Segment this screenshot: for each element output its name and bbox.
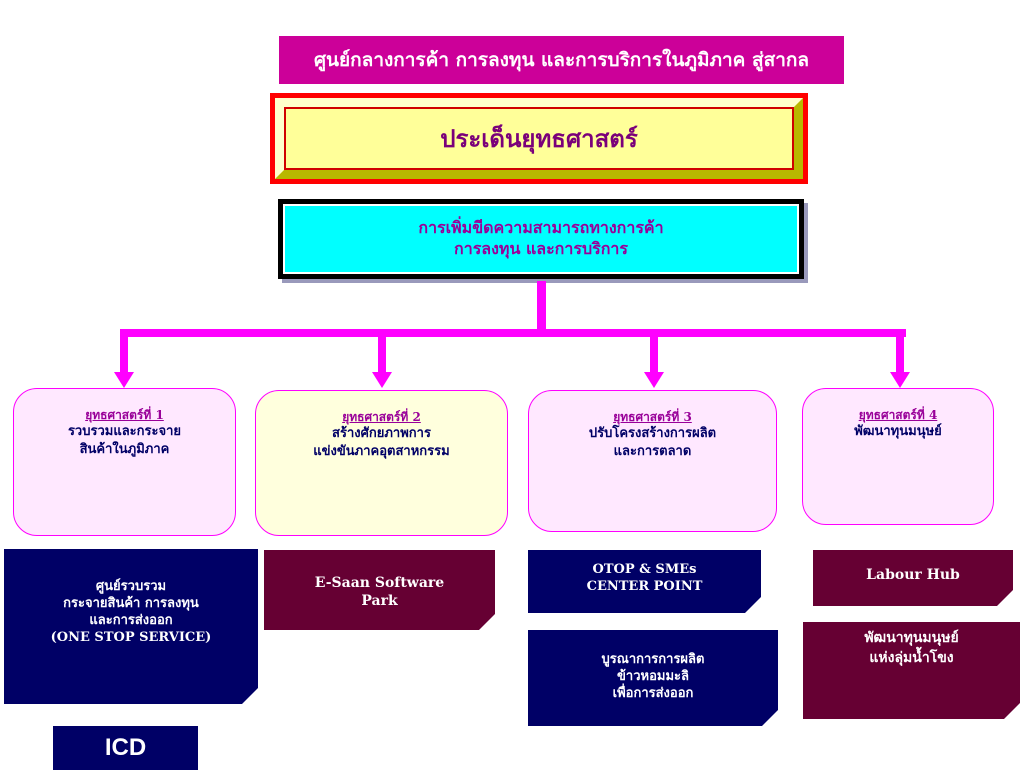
otop-smes-box: OTOP & SMEs CENTER POINT (528, 550, 761, 613)
connector-arrow-4 (890, 372, 910, 388)
connector-arrow-2 (372, 372, 392, 388)
strategy-2-number: ยุทธศาสตร์ที่ 2 (342, 410, 421, 424)
strategic-issue-box: ประเด็นยุทธศาสตร์ (270, 93, 808, 184)
strategic-issue-title: ประเด็นยุทธศาสตร์ (284, 107, 794, 170)
strategy-3-line-2: และการตลาด (613, 443, 692, 459)
strategy-1-line-2: สินค้าในภูมิภาค (79, 441, 170, 457)
strategy-3-number: ยุทธศาสตร์ที่ 3 (613, 410, 692, 424)
rice-line-3: เพื่อการส่งออก (612, 685, 694, 701)
objective-line-2: การลงทุน และการบริการ (454, 239, 628, 258)
strategy-4-line-1: พัฒนาทุนมนุษย์ (854, 424, 942, 440)
one-stop-line-2: กระจายสินค้า การลงทุน (63, 595, 199, 611)
strategy-2-line-2: แข่งขันภาคอุตสาหกรรม (313, 443, 450, 459)
vision-banner: ศูนย์กลางการค้า การลงทุน และการบริการในภ… (279, 36, 844, 84)
strategy-card-3: ยุทธศาสตร์ที่ 3 ปรับโครงสร้างการผลิต และ… (528, 390, 777, 532)
strategy-4-number: ยุทธศาสตร์ที่ 4 (858, 408, 938, 422)
connector-trunk (537, 281, 546, 333)
esaan-line-2: Park (361, 593, 398, 610)
connector-arrow-3 (644, 372, 664, 388)
strategy-card-2: ยุทธศาสตร์ที่ 2 สร้างศักยภาพการ แข่งขันภ… (255, 390, 508, 536)
objective-box: การเพิ่มขีดความสามารถทางการค้า การลงทุน … (278, 199, 804, 279)
mekong-human-capital-box: พัฒนาทุนมนุษย์ แห่งลุ่มน้ำโขง (803, 622, 1020, 719)
one-stop-line-1: ศูนย์รวบรวม (95, 579, 167, 594)
otop-line-2: CENTER POINT (586, 578, 703, 594)
connector-tree (114, 281, 910, 388)
labour-hub-label: Labour Hub (866, 567, 960, 583)
connector-drop-2 (378, 333, 386, 373)
otop-line-1: OTOP & SMEs (592, 562, 697, 577)
strategy-card-1: ยุทธศาสตร์ที่ 1 รวบรวมและกระจาย สินค้าใน… (13, 388, 236, 536)
mekong-line-2: แห่งลุ่มน้ำโขง (869, 650, 954, 667)
objective-line-1: การเพิ่มขีดความสามารถทางการค้า (418, 218, 664, 238)
strategy-2-line-1: สร้างศักยภาพการ (332, 426, 431, 442)
one-stop-service-box: ศูนย์รวบรวม กระจายสินค้า การลงทุน และการ… (4, 549, 258, 704)
strategy-1-line-1: รวบรวมและกระจาย (67, 424, 182, 440)
connector-drop-4 (896, 333, 904, 373)
rice-line-1: บูรณาการการผลิต (601, 652, 705, 667)
esaan-software-park-box: E-Saan Software Park (264, 550, 495, 630)
connector-arrow-1 (114, 372, 134, 388)
strategy-card-4: ยุทธศาสตร์ที่ 4 พัฒนาทุนมนุษย์ (802, 388, 994, 525)
one-stop-line-4: (ONE STOP SERVICE) (50, 629, 212, 645)
connector-drop-1 (120, 333, 128, 373)
one-stop-line-3: และการส่งออก (89, 612, 173, 628)
icd-box: ICD (53, 726, 198, 770)
connector-bar (120, 329, 906, 337)
rice-line-2: ข้าวหอมมะลิ (617, 668, 689, 684)
connector-drop-3 (650, 333, 658, 373)
jasmine-rice-box: บูรณาการการผลิต ข้าวหอมมะลิ เพื่อการส่งอ… (528, 630, 778, 726)
esaan-line-1: E-Saan Software (314, 575, 445, 591)
labour-hub-box: Labour Hub (813, 550, 1013, 606)
strategy-1-number: ยุทธศาสตร์ที่ 1 (85, 408, 164, 422)
mekong-line-1: พัฒนาทุนมนุษย์ (864, 630, 959, 646)
strategy-3-line-1: ปรับโครงสร้างการผลิต (588, 426, 717, 442)
